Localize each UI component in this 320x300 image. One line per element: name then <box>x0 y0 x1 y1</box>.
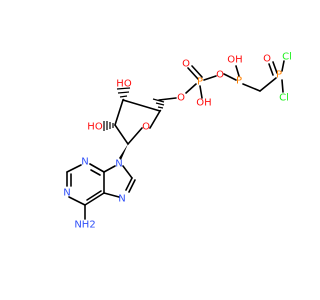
atom-p2: P <box>236 76 242 87</box>
atom-ho-top: HO <box>116 79 132 90</box>
bond-n9-c8 <box>122 165 133 179</box>
bond-o5-p1 <box>185 83 197 94</box>
bond-c2-c1 <box>114 124 129 145</box>
molecule-diagram: HO HO O O P O OH O OH P O P Cl Cl N N N … <box>63 51 292 231</box>
atom-cl-bottom: Cl <box>279 93 289 104</box>
atom-cl-top: Cl <box>282 52 292 63</box>
bond-c1-o4 <box>127 127 143 145</box>
bond-n3-c2 <box>66 164 82 173</box>
atom-ho-left: HO <box>87 122 103 133</box>
bond-p3-cl-bottom <box>281 79 284 93</box>
bond-p2-ch2 <box>242 83 261 92</box>
bond-c3-c2 <box>114 99 124 126</box>
atom-n1: N <box>63 188 70 199</box>
atom-n3: N <box>81 157 88 168</box>
bond-n1-c6 <box>68 196 86 206</box>
bond-p1-o-double-a <box>187 67 199 80</box>
atom-o-link1: O <box>177 93 185 104</box>
atom-o-ring: O <box>142 122 150 133</box>
atom-o-bridge: O <box>216 70 224 81</box>
bond-p3-o-double-b <box>272 61 278 74</box>
bond-ch2-p3 <box>259 77 277 92</box>
atom-oh-p2: OH <box>227 55 242 66</box>
bond-c4-n3 <box>89 163 105 173</box>
bonds <box>66 60 285 220</box>
atom-p3: P <box>276 70 282 81</box>
hashed-bond-c3-oh <box>116 87 131 101</box>
atom-o-p3: O <box>263 54 271 65</box>
bond-o4-c4 <box>149 110 161 129</box>
structure-svg: HO HO O O P O OH O OH P O P Cl Cl N N N … <box>63 52 292 231</box>
atom-n9: N <box>115 159 122 170</box>
bond-ch2-o5 <box>158 97 177 101</box>
bond-n7-c5 <box>103 192 120 198</box>
bond-c4-n3-inner <box>90 169 101 176</box>
wedge-bond-c1-n9 <box>119 144 128 160</box>
atom-o-p1-top: O <box>182 59 190 70</box>
bond-c8-n7-a <box>125 177 133 191</box>
bond-c8-n7-b <box>128 179 136 193</box>
bond-c6-c5-a <box>84 192 105 206</box>
bond-p2-oh <box>235 65 240 77</box>
bond-c6-c5-b <box>86 190 102 201</box>
bond-c4-n9 <box>103 165 116 173</box>
bond-p1-obridge <box>203 75 217 81</box>
bond-obridge-p2 <box>223 73 237 81</box>
atom-nh2: NH2 <box>74 220 95 231</box>
atom-n7: N <box>118 194 125 205</box>
atom-labels: HO HO O O P O OH O OH P O P Cl Cl N N N … <box>63 52 292 231</box>
atom-oh-p1: OH <box>196 98 211 109</box>
bond-p1-oh <box>199 85 203 99</box>
bond-c4-c3 <box>122 99 161 112</box>
hashed-bond-c2-oh <box>103 121 114 131</box>
bond-p3-o-double-a <box>268 63 274 76</box>
atom-p1: P <box>197 77 203 88</box>
bond-p3-cl-top <box>281 60 285 72</box>
bond-p1-o-double-b <box>191 65 203 78</box>
